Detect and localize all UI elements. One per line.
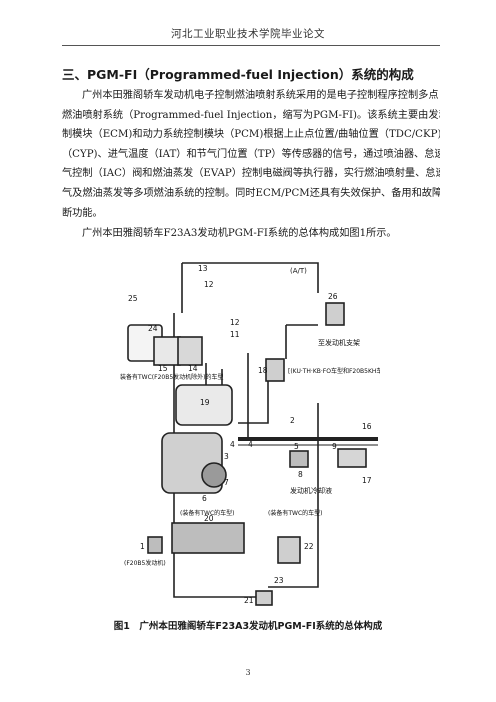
distributor: [201, 462, 227, 488]
label-f20b5: (F20B5发动机): [124, 559, 166, 567]
hose-vert-right: [285, 324, 318, 359]
callout-number: 16: [362, 422, 372, 431]
callout-number: 19: [200, 398, 210, 407]
callout-number: 12: [230, 318, 240, 327]
component-box-14: [177, 336, 203, 366]
callout-number: 26: [328, 292, 338, 301]
callout-number: 4: [230, 440, 235, 449]
paragraph-line: 制模块（ECM)和动力系统控制模块（PCM)根据上止点位置/曲轴位置（TDC/C…: [62, 129, 440, 141]
callout-number: 24: [148, 324, 158, 333]
callout-number: 18: [258, 366, 268, 375]
callout-number: 17: [362, 476, 372, 485]
label-coolant: 发动机冷却液: [290, 486, 332, 495]
pipe-top: [182, 262, 319, 293]
component-box-1: [147, 536, 163, 554]
component-box-21: [255, 590, 273, 606]
label-twc-1: 装备有TWC(F20B5发动机除外)的车型: [120, 373, 224, 381]
callout-number: 4: [248, 440, 253, 449]
callout-number: 9: [332, 442, 337, 451]
callout-number: 8: [298, 470, 303, 479]
paragraph-2: 广州本田雅阁轿车F23A3发动机PGM-FI系统的总体构成如图1所示。: [62, 224, 440, 244]
callout-number: 25: [128, 294, 138, 303]
paragraph-line: （CYP)、进气温度（IAT）和节气门位置（TP）等传感器的信号，通过喷油器、怠…: [62, 148, 440, 160]
catalytic-converter: [171, 522, 245, 554]
callout-number: 15: [158, 364, 168, 373]
paragraph-line: 燃油喷射系统（Programmed-fuel Injection，缩写为PGM-…: [62, 109, 440, 121]
component-box-15: [153, 336, 181, 366]
callout-number: 14: [188, 364, 198, 373]
component-box-22: [277, 536, 301, 564]
callout-number: 21: [244, 596, 254, 605]
paragraph-line: 气及燃油蒸发等多项燃油系统的控制。同时ECM/PCM还具有失效保护、备用和故障自…: [62, 187, 440, 199]
section-heading: 三、PGM-FI（Programmed-fuel Injection）系统的构成: [62, 67, 414, 82]
label-ku-models: [(KU·TH·KB·FO车型和F20B5KH车型)发动机]: [288, 367, 380, 375]
callout-number: 1: [140, 542, 145, 551]
callout-number: 3: [224, 452, 229, 461]
callout-number: 5: [294, 442, 299, 451]
callout-number: 23: [274, 576, 284, 585]
paragraph-line: 断功能。: [62, 207, 103, 219]
callout-number: 2: [290, 416, 295, 425]
callout-number: 12: [204, 280, 214, 289]
pipe-right-down: [268, 403, 319, 588]
paragraph-1: 广州本田雅阁轿车发动机电子控制燃油喷射系统采用的是电子控制程序控制多点 燃油喷射…: [62, 86, 440, 223]
figure-caption: 图1 广州本田雅阁轿车F23A3发动机PGM-FI系统的总体构成: [113, 621, 383, 632]
callout-number: 22: [304, 542, 314, 551]
callout-number: 13: [198, 264, 208, 273]
component-box-26: [325, 302, 345, 326]
label-engine-mount: 至发动机支架: [318, 338, 360, 347]
page-header: 河北工业职业技术学院毕业论文: [171, 28, 325, 40]
label-twc-2: (装备有TWC的车型): [180, 509, 234, 517]
system-diagram: 25 13 12 12 11 24 15 14 26 18 19 2 16 17…: [118, 253, 411, 608]
callout-number: 7: [224, 478, 229, 487]
header-divider: [62, 45, 440, 46]
component-box-5: [289, 450, 309, 468]
muffler: [337, 448, 367, 468]
paragraph-line: 广州本田雅阁轿车发动机电子控制燃油喷射系统采用的是电子控制程序控制多点: [82, 90, 439, 101]
label-twc-3: (装备有TWC的车型): [268, 509, 322, 517]
paragraph-line: 广州本田雅阁轿车F23A3发动机PGM-FI系统的总体构成如图1所示。: [82, 228, 397, 239]
page-number: 3: [245, 668, 251, 677]
intake-manifold: [175, 384, 233, 426]
callout-number: 6: [202, 494, 207, 503]
pipe-left-long: [173, 313, 268, 598]
hose-inner: [205, 353, 269, 439]
callout-number: 20: [204, 514, 214, 523]
component-box-18: [265, 358, 285, 382]
callout-number: 11: [230, 330, 240, 339]
label-at: (A/T): [290, 267, 307, 275]
paragraph-line: 气控制（IAC）阀和燃油蒸发（EVAP）控制电磁阀等执行器，实行燃油喷射量、怠速…: [62, 168, 440, 180]
